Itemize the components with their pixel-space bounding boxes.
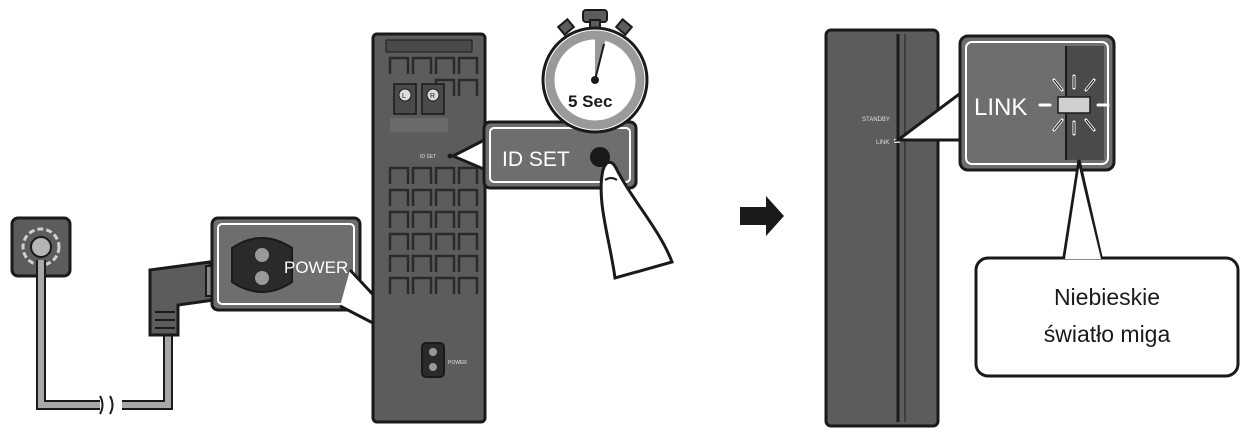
id-set-small-label: ID SET (420, 154, 436, 160)
id-set-button (590, 147, 610, 167)
link-callout: LINK (893, 34, 1116, 172)
vent-slot (388, 276, 410, 294)
vent-slot (411, 232, 433, 250)
stopwatch-icon: 5 Sec (541, 9, 649, 134)
power-socket-small (421, 342, 445, 378)
vent-slot (388, 210, 410, 228)
right-arrow-icon (740, 196, 784, 236)
vent-slot (388, 166, 410, 184)
link-led (1057, 96, 1091, 114)
status-line-2: światło miga (1044, 321, 1171, 347)
status-callout: Niebieskie światło miga (974, 159, 1240, 378)
vent-slot (388, 254, 410, 272)
vent-slot (457, 56, 479, 74)
subwoofer-back-panel: L R ID SET POWER (371, 32, 487, 424)
id-set-callout-label: ID SET (502, 148, 570, 171)
vent-grid (388, 56, 479, 294)
vent-slot (411, 56, 433, 74)
vent-slot (457, 210, 479, 228)
power-port-icon (231, 237, 293, 293)
vent-slot (411, 254, 433, 272)
vent-slot (434, 56, 456, 74)
vent-slot (457, 232, 479, 250)
id-set-callout: ID SET (449, 120, 638, 190)
vent-slot (388, 188, 410, 206)
vent-slot (434, 276, 456, 294)
status-line-1: Niebieskie (1054, 284, 1160, 310)
vent-slot (434, 166, 456, 184)
power-callout-label: POWER (284, 258, 348, 277)
vent-slot (411, 210, 433, 228)
vent-slot (411, 276, 433, 294)
vent-slot (411, 166, 433, 184)
vent-slot (457, 78, 479, 96)
vent-slot (457, 166, 479, 184)
link-small-label: LINK (876, 140, 889, 146)
wall-socket-icon (10, 216, 72, 278)
vent-slot (388, 56, 410, 74)
port-label-right: R (430, 93, 435, 100)
vent-slot (434, 210, 456, 228)
power-cable (36, 260, 173, 415)
vent-slot (434, 188, 456, 206)
speaker-port-right: R (421, 83, 445, 115)
timer-label: 5 Sec (568, 92, 612, 111)
speaker-port-left: L (393, 83, 417, 115)
vent-slot (434, 254, 456, 272)
pressing-finger-icon (599, 160, 674, 280)
link-callout-label: LINK (974, 94, 1027, 121)
standby-label: STANDBY (862, 117, 890, 123)
vent-slot (457, 254, 479, 272)
port-label-left: L (402, 93, 406, 100)
vent-slot (388, 232, 410, 250)
vent-slot (457, 276, 479, 294)
power-small-label: POWER (448, 360, 467, 366)
vent-slot (434, 232, 456, 250)
vent-slot (411, 188, 433, 206)
vent-slot (457, 188, 479, 206)
soundbar-side-view: STANDBY LINK (824, 28, 940, 428)
